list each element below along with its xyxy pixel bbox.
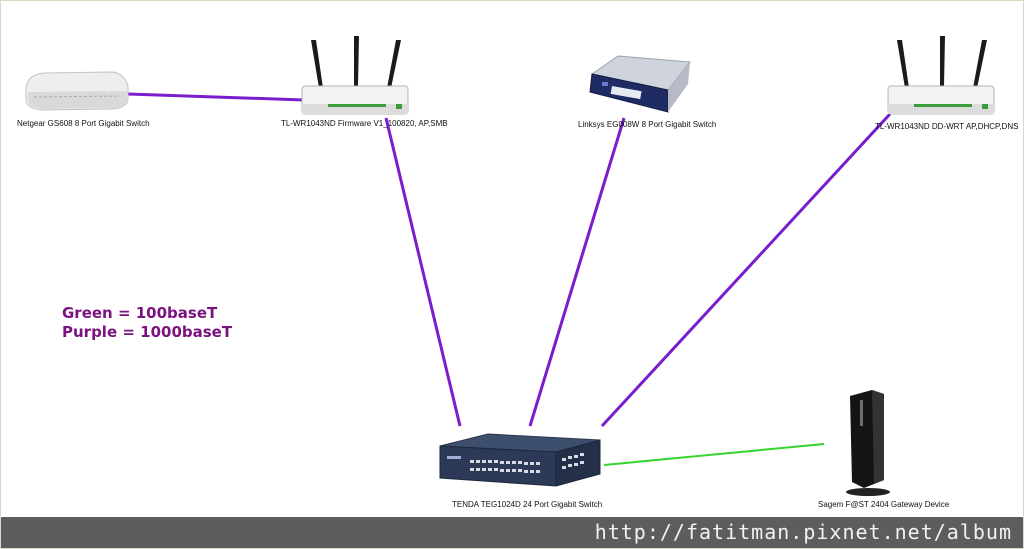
- tenda-switch-icon: [439, 433, 601, 487]
- watermark-bar: http://fatitman.pixnet.net/album: [0, 517, 1024, 549]
- watermark-url: http://fatitman.pixnet.net/album: [594, 520, 1012, 544]
- link-tenda-sagem: [603, 443, 825, 466]
- link-netgear-tplink1: [127, 92, 305, 102]
- tplink2-label: TL-WR1043ND DD-WRT AP,DHCP,DNS: [875, 122, 1019, 131]
- link-linksys-tenda: [528, 117, 626, 427]
- tenda-label: TENDA TEG1024D 24 Port Gigabit Switch: [452, 500, 603, 509]
- tplink1-label: TL-WR1043ND Firmware V1_100820, AP,SMB: [281, 119, 448, 128]
- link-tplink1-tenda: [384, 117, 462, 427]
- link-tplink2-tenda: [600, 112, 892, 428]
- legend: Green = 100baseT Purple = 1000baseT: [62, 304, 232, 342]
- netgear-switch-icon: [25, 71, 129, 111]
- legend-purple: Purple = 1000baseT: [62, 323, 233, 341]
- tplink-router-2-icon: [887, 36, 995, 115]
- linksys-label: Linksys EG008W 8 Port Gigabit Switch: [578, 120, 717, 129]
- sagem-label: Sagem F@ST 2404 Gateway Device: [818, 500, 950, 509]
- legend-green: Green = 100baseT: [62, 304, 218, 322]
- netgear-label: Netgear GS608 8 Port Gigabit Switch: [17, 119, 150, 128]
- linksys-switch-icon: [589, 55, 691, 113]
- sagem-gateway-icon: [846, 390, 890, 496]
- tplink-router-1-icon: [301, 36, 409, 115]
